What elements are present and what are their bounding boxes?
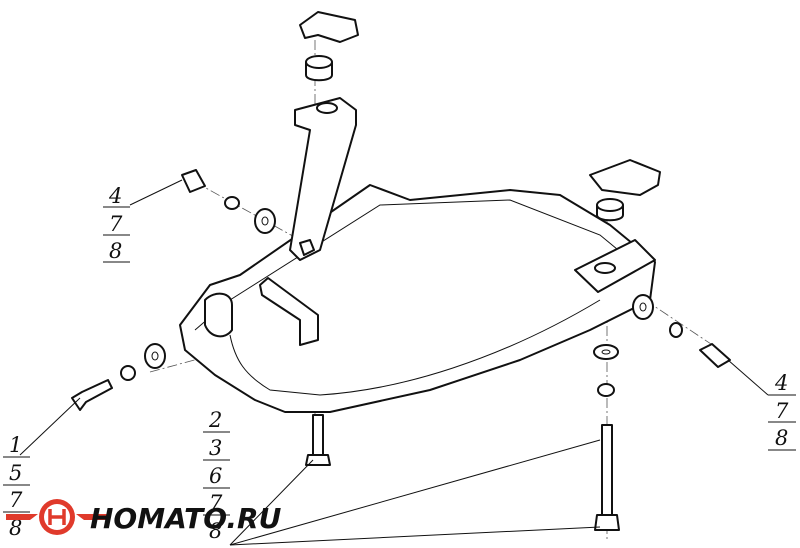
spacer-right <box>596 198 624 222</box>
logo-h-icon <box>48 509 66 525</box>
callout-number: 4 <box>774 371 788 395</box>
leader-bottom-2 <box>229 439 601 546</box>
logo-text: HOMATO.RU <box>90 502 282 535</box>
bolt-right <box>632 294 731 368</box>
leader-upper-left <box>129 179 183 206</box>
logo-wing-right <box>76 514 108 520</box>
callout-upper-left: 4 7 8 <box>103 184 130 263</box>
bolt-lower-left <box>71 343 166 411</box>
callout-number: 8 <box>9 516 22 540</box>
callout-bottom-center: 2 3 6 7 8 <box>203 408 230 543</box>
callout-number: 6 <box>209 464 222 488</box>
leader-lower-left <box>19 397 81 456</box>
bracket-left-lower <box>259 277 319 346</box>
callout-number: 3 <box>209 436 222 460</box>
bracket-left <box>289 97 357 261</box>
callout-number: 2 <box>208 408 222 432</box>
skid-plate <box>179 184 656 413</box>
callout-number: 7 <box>775 399 789 423</box>
callout-number: 8 <box>109 239 122 263</box>
bracket-right <box>574 239 656 293</box>
callout-number: 7 <box>109 212 123 236</box>
leader-bottom-1 <box>229 459 314 546</box>
centerline-upper-bolt <box>194 181 301 241</box>
callout-right: 4 7 8 <box>768 371 796 451</box>
callout-number: 5 <box>9 461 22 485</box>
leader-right <box>727 359 769 396</box>
callout-number: 7 <box>209 491 223 515</box>
clip-plate-top-left <box>299 11 359 43</box>
callout-number: 8 <box>209 519 222 543</box>
bolt-upper-left <box>181 169 276 234</box>
callout-number: 4 <box>108 184 122 208</box>
bolt-vertical-right <box>593 344 620 531</box>
leader-bottom-3 <box>229 526 601 546</box>
bolt-vertical-left <box>305 414 331 466</box>
spacer-top-left <box>305 55 333 82</box>
clip-plate-right <box>589 159 661 196</box>
callout-number: 8 <box>775 426 788 450</box>
callout-number: 1 <box>9 433 22 457</box>
logo-wing-left <box>6 514 38 520</box>
watermark-logo: HOMATO.RU <box>6 499 282 535</box>
callout-number: 7 <box>9 488 23 512</box>
callout-lower-left: 1 5 7 8 <box>3 433 30 540</box>
